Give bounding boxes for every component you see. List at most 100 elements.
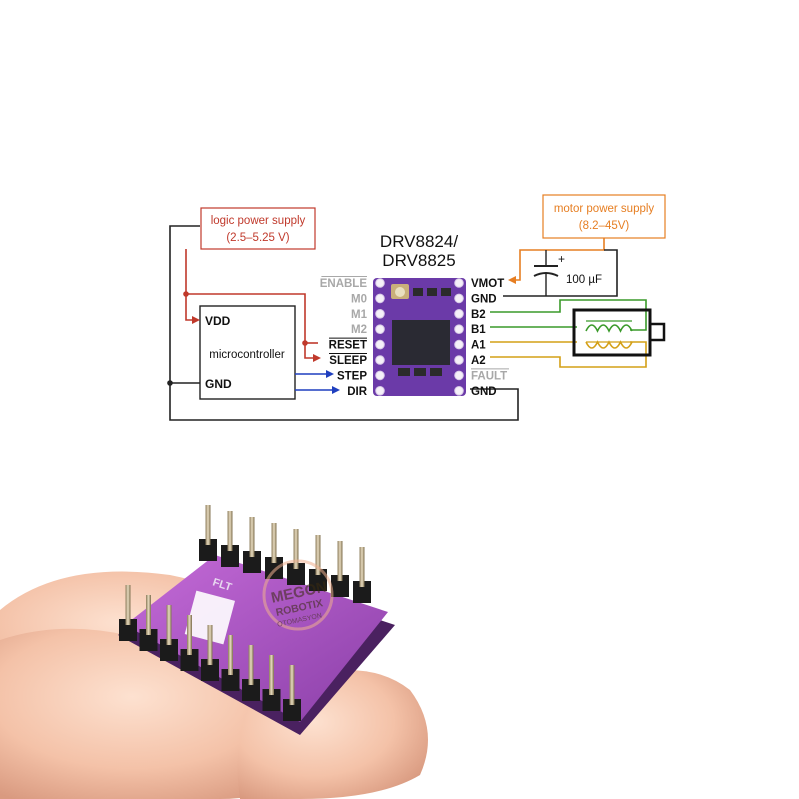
header-pin <box>337 541 343 581</box>
photo-pcb: FLT <box>118 555 395 735</box>
header-base <box>139 629 158 651</box>
vmot-arrow <box>508 276 516 284</box>
left-pin-label-dir: DIR <box>347 386 368 398</box>
header-pin <box>207 625 213 665</box>
board-pad <box>375 339 385 350</box>
left-pin-label-m0: M0 <box>351 293 367 305</box>
reset-junction <box>302 340 308 346</box>
header-pin <box>228 635 233 675</box>
header-pin <box>249 517 255 557</box>
motor-power-supply-box <box>542 194 666 239</box>
header-pin <box>205 505 211 545</box>
header-top-row <box>199 505 371 603</box>
header-pin <box>248 645 254 685</box>
mcu-gnd-label: GND <box>205 377 232 391</box>
header-base <box>331 575 349 597</box>
a2-wire <box>490 341 647 368</box>
motor-gnd-wire <box>503 249 618 297</box>
header-base <box>221 545 239 567</box>
board-pad <box>454 370 464 381</box>
header-pin <box>166 605 172 645</box>
right-pin-label-gnd: GND <box>471 386 497 398</box>
board-pad <box>454 355 464 365</box>
photo-hand-holding-board: FLT MEGON ROBOTIX OTOMASYON <box>0 505 428 799</box>
left-pin-label-m2: M2 <box>351 324 367 336</box>
header-base <box>243 551 261 573</box>
logic-junction <box>183 291 189 297</box>
board-pad <box>375 370 385 381</box>
header-base <box>265 557 283 579</box>
header-pin <box>315 535 321 575</box>
board-pad <box>375 293 385 304</box>
header-pin <box>187 615 192 655</box>
mcu-label: microcontroller <box>209 349 285 361</box>
header-base <box>287 563 305 585</box>
header-pin <box>269 655 274 695</box>
board-pad <box>375 386 385 396</box>
header-base <box>201 659 219 681</box>
capacitor-plus: + <box>558 252 565 266</box>
left-pin-label-step: STEP <box>337 370 367 382</box>
right-pin-label-a1: A1 <box>471 340 486 352</box>
chip-title-line-1: DRV8824/ <box>380 232 458 251</box>
header-base <box>180 649 199 671</box>
board-pad <box>375 324 385 335</box>
right-pin-label-b2: B2 <box>471 309 486 321</box>
motor-supply-voltage: (8.2–45V) <box>579 220 630 232</box>
board-pad <box>454 293 464 304</box>
board-pad <box>375 309 385 319</box>
microcontroller-box <box>199 305 296 400</box>
logic-vdd-arrow <box>192 316 200 324</box>
wiring-diagram: DRV8824/ DRV8825 logic power supply (2.5… <box>167 194 666 421</box>
header-pin <box>125 585 131 625</box>
ground-junction <box>167 380 173 386</box>
logic-reset-wire <box>186 293 318 359</box>
driver-board-diagram <box>373 278 466 396</box>
header-base <box>353 581 371 603</box>
logic-vdd-wire <box>185 249 198 321</box>
header-pin <box>227 511 233 551</box>
board-pad <box>375 278 385 288</box>
right-pin-label-fault: FAULT <box>471 370 507 382</box>
watermark: MEGON ROBOTIX OTOMASYON <box>262 559 334 631</box>
header-base <box>119 619 137 641</box>
logic-supply-label: logic power supply <box>211 215 306 227</box>
left-pin-label-enable: ENABLE <box>320 278 368 290</box>
header-base <box>262 689 281 711</box>
dir-arrow <box>332 386 340 394</box>
board-pad <box>454 309 464 319</box>
header-base <box>160 639 178 661</box>
board-marking: FLT <box>211 576 233 593</box>
motor-supply-label: motor power supply <box>554 203 655 215</box>
b2-wire <box>490 299 647 331</box>
sleep-arrow <box>313 354 321 362</box>
header-pin <box>289 665 295 705</box>
logic-power-supply-box <box>200 207 316 250</box>
left-pin-label-sleep: SLEEP <box>329 355 367 367</box>
right-pin-label-b1: B1 <box>471 324 486 336</box>
mcu-vdd-label: VDD <box>205 314 231 328</box>
capacitor-value: 100 µF <box>566 274 602 286</box>
chip-title-line-2: DRV8825 <box>382 251 455 270</box>
header-pin <box>271 523 277 563</box>
left-pin-label-reset: RESET <box>329 340 367 352</box>
header-base <box>221 669 240 691</box>
step-arrow <box>326 370 334 378</box>
right-pin-label-gnd: GND <box>471 293 497 305</box>
board-pad <box>375 355 385 365</box>
capacitor-symbol <box>533 250 559 296</box>
stepper-motor-symbol <box>572 308 666 357</box>
vmot-wire <box>514 238 605 281</box>
header-base <box>242 679 260 701</box>
header-pin <box>293 529 299 569</box>
board-pad <box>454 278 464 288</box>
left-pin-label-m1: M1 <box>351 309 368 321</box>
ground-wire-loop <box>169 225 519 421</box>
header-left-row <box>119 585 301 721</box>
header-base <box>199 539 217 561</box>
board-pad <box>454 386 464 396</box>
right-pin-label-a2: A2 <box>471 355 486 367</box>
